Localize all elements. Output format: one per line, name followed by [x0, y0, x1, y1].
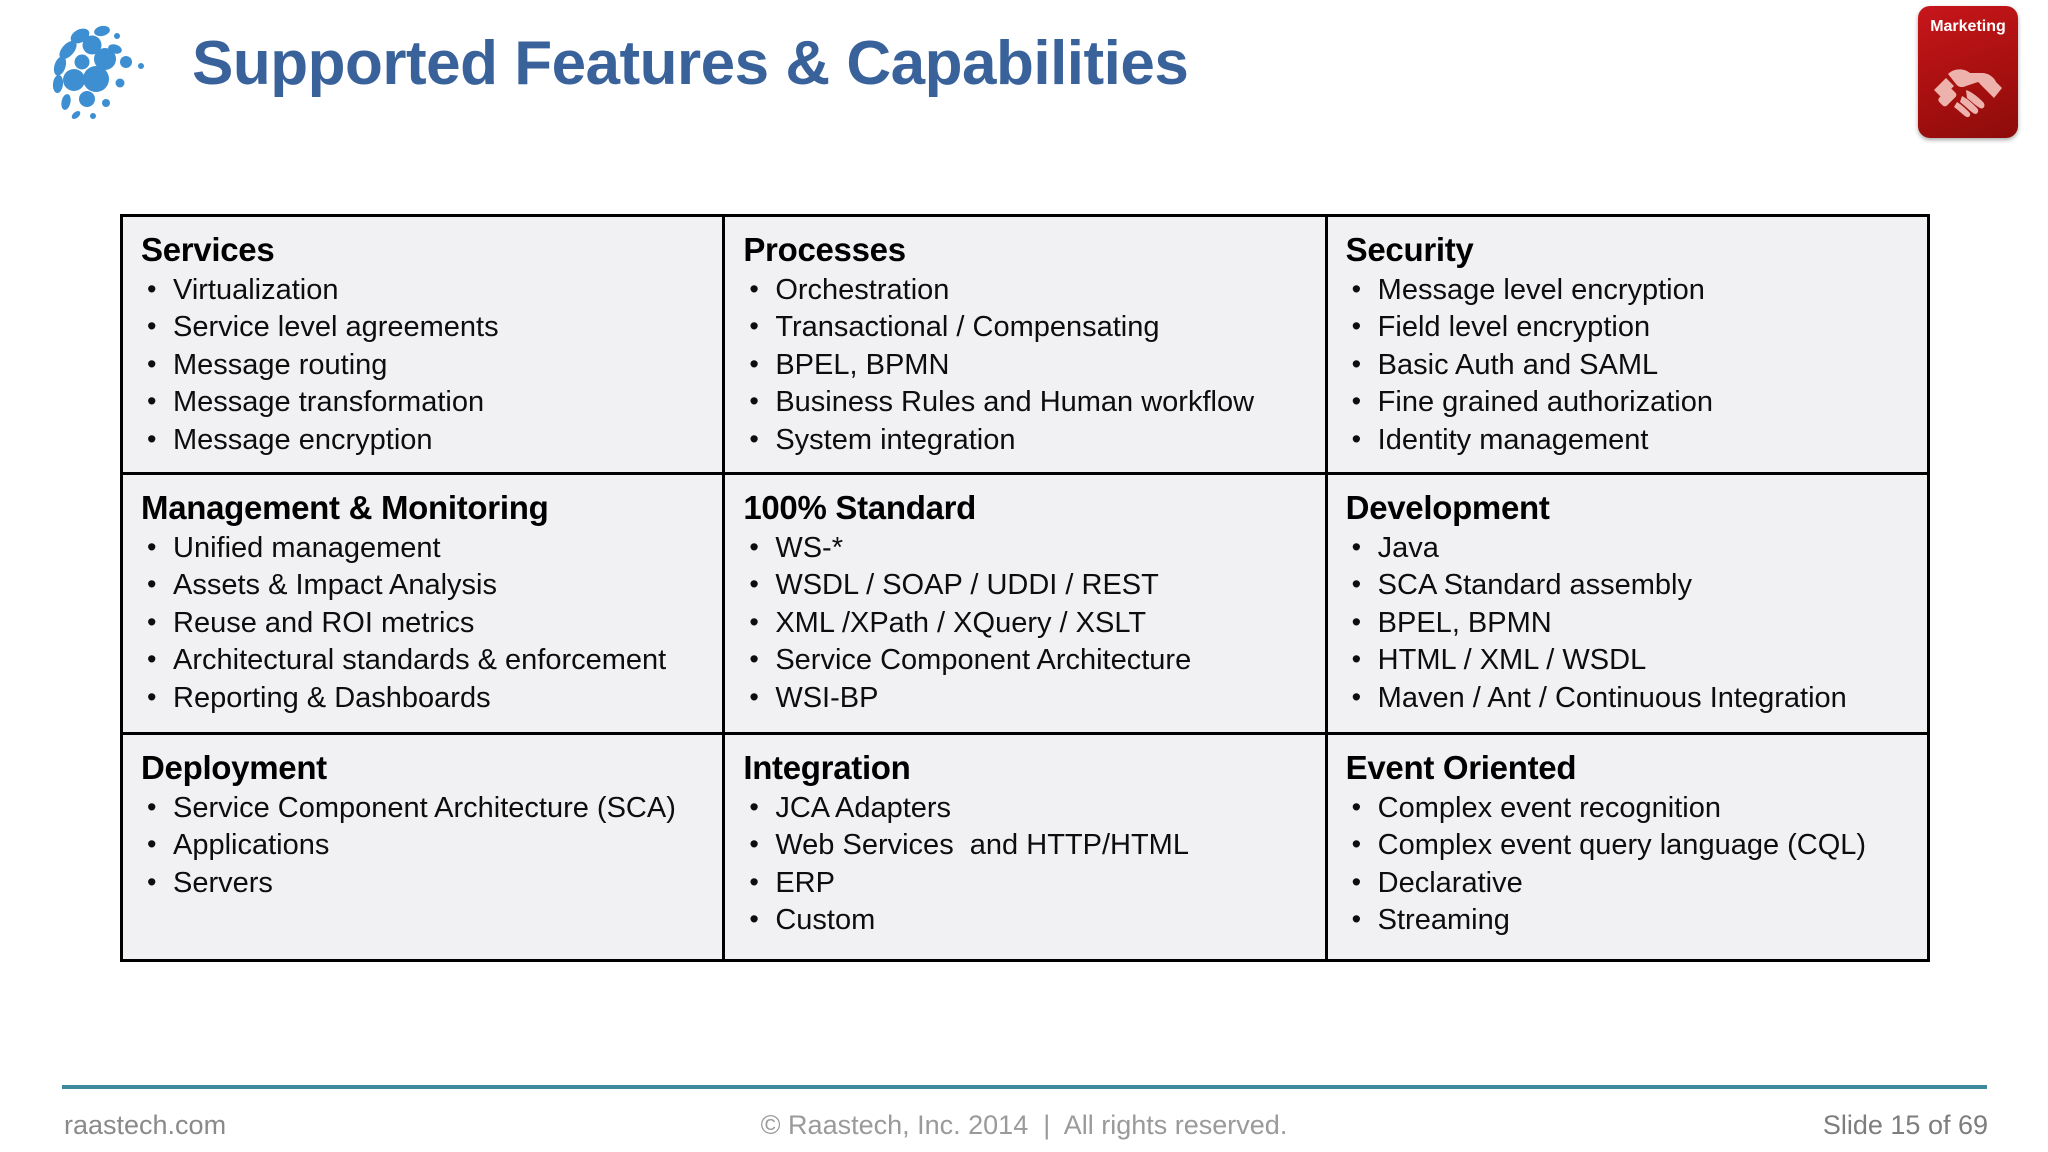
grid-cell-event-oriented: Event Oriented Complex event recognition…: [1326, 733, 1929, 961]
grid-cell-management-monitoring: Management & Monitoring Unified manageme…: [121, 473, 726, 735]
list-item: Service Component Architecture: [743, 641, 1314, 680]
list-item: WSDL / SOAP / UDDI / REST: [743, 566, 1314, 605]
marketing-badge-label: Marketing: [1930, 18, 2006, 35]
list-item: Message routing: [141, 346, 712, 385]
list-item: Transactional / Compensating: [743, 308, 1314, 347]
cell-list: Java SCA Standard assembly BPEL, BPMN HT…: [1346, 529, 1917, 718]
grid-cell-standard: 100% Standard WS-* WSDL / SOAP / UDDI / …: [723, 473, 1328, 735]
dotted-globe-logo-icon: [42, 14, 154, 126]
list-item: WS-*: [743, 529, 1314, 568]
cell-title: Services: [141, 231, 275, 268]
footer-slide-number: Slide 15 of 69: [1822, 1110, 1988, 1140]
list-item: Service Component Architecture (SCA): [141, 789, 712, 828]
slide-footer: raastech.com © Raastech, Inc. 2014 | All…: [0, 1098, 2048, 1152]
list-item: Identity management: [1346, 421, 1917, 460]
handshake-icon: [1926, 44, 2010, 128]
page-title: Supported Features & Capabilities: [192, 29, 1189, 98]
cell-list: WS-* WSDL / SOAP / UDDI / REST XML /XPat…: [743, 529, 1314, 718]
list-item: Web Services and HTTP/HTML: [743, 826, 1314, 865]
cell-title: Integration: [743, 749, 911, 786]
cell-list: Orchestration Transactional / Compensati…: [743, 271, 1314, 460]
cell-list: JCA Adapters Web Services and HTTP/HTML …: [743, 789, 1314, 940]
grid-cell-development: Development Java SCA Standard assembly B…: [1326, 473, 1929, 735]
list-item: XML /XPath / XQuery / XSLT: [743, 604, 1314, 643]
grid-row: Services Virtualization Service level ag…: [121, 215, 1929, 475]
list-item: Unified management: [141, 529, 712, 568]
cell-title: 100% Standard: [743, 489, 977, 526]
list-item: Declarative: [1346, 864, 1917, 903]
list-item: JCA Adapters: [743, 789, 1314, 828]
list-item: Field level encryption: [1346, 308, 1917, 347]
list-item: BPEL, BPMN: [1346, 604, 1917, 643]
list-item: ERP: [743, 864, 1314, 903]
cell-title: Management & Monitoring: [141, 489, 549, 526]
list-item: Virtualization: [141, 271, 712, 310]
list-item: HTML / XML / WSDL: [1346, 641, 1917, 680]
list-item: Architectural standards & enforcement: [141, 641, 712, 680]
slide-header: Supported Features & Capabilities Market…: [0, 0, 2048, 150]
list-item: Message transformation: [141, 383, 712, 422]
grid-row: Deployment Service Component Architectur…: [121, 733, 1929, 961]
marketing-badge: Marketing: [1918, 6, 2018, 138]
list-item: System integration: [743, 421, 1314, 460]
grid-row: Management & Monitoring Unified manageme…: [121, 473, 1929, 735]
cell-title: Event Oriented: [1345, 749, 1577, 786]
list-item: Complex event query language (CQL): [1346, 826, 1917, 865]
cell-title: Processes: [743, 231, 906, 268]
list-item: Fine grained authorization: [1346, 383, 1917, 422]
list-item: Message encryption: [141, 421, 712, 460]
list-item: Message level encryption: [1346, 271, 1917, 310]
footer-copyright: © Raastech, Inc. 2014 | All rights reser…: [760, 1110, 1288, 1140]
cell-list: Unified management Assets & Impact Analy…: [141, 529, 712, 718]
list-item: Servers: [141, 864, 712, 903]
list-item: Applications: [141, 826, 712, 865]
list-item: Service level agreements: [141, 308, 712, 347]
list-item: Complex event recognition: [1346, 789, 1917, 828]
grid-cell-services: Services Virtualization Service level ag…: [121, 215, 726, 475]
footer-website[interactable]: raastech.com: [64, 1110, 227, 1140]
grid-cell-integration: Integration JCA Adapters Web Services an…: [723, 733, 1328, 961]
list-item: Streaming: [1346, 901, 1917, 940]
cell-list: Virtualization Service level agreements …: [141, 271, 712, 460]
list-item: Assets & Impact Analysis: [141, 566, 712, 605]
cell-list: Service Component Architecture (SCA) App…: [141, 789, 712, 903]
list-item: WSI-BP: [743, 679, 1314, 718]
cell-title: Development: [1345, 489, 1550, 526]
cell-list: Complex event recognition Complex event …: [1346, 789, 1917, 940]
list-item: BPEL, BPMN: [743, 346, 1314, 385]
list-item: Maven / Ant / Continuous Integration: [1346, 679, 1917, 718]
list-item: Reporting & Dashboards: [141, 679, 712, 718]
cell-title: Deployment: [141, 749, 327, 786]
list-item: Business Rules and Human workflow: [743, 383, 1314, 422]
list-item: Basic Auth and SAML: [1346, 346, 1917, 385]
list-item: Orchestration: [743, 271, 1314, 310]
list-item: SCA Standard assembly: [1346, 566, 1917, 605]
list-item: Custom: [743, 901, 1314, 940]
grid-cell-security: Security Message level encryption Field …: [1326, 215, 1929, 475]
footer-divider: [62, 1085, 1987, 1089]
grid-cell-processes: Processes Orchestration Transactional / …: [723, 215, 1328, 475]
list-item: Java: [1346, 529, 1917, 568]
list-item: Reuse and ROI metrics: [141, 604, 712, 643]
cell-title: Security: [1345, 231, 1474, 268]
cell-list: Message level encryption Field level enc…: [1346, 271, 1917, 460]
grid-cell-deployment: Deployment Service Component Architectur…: [121, 733, 726, 961]
features-grid: Services Virtualization Service level ag…: [120, 214, 1930, 962]
